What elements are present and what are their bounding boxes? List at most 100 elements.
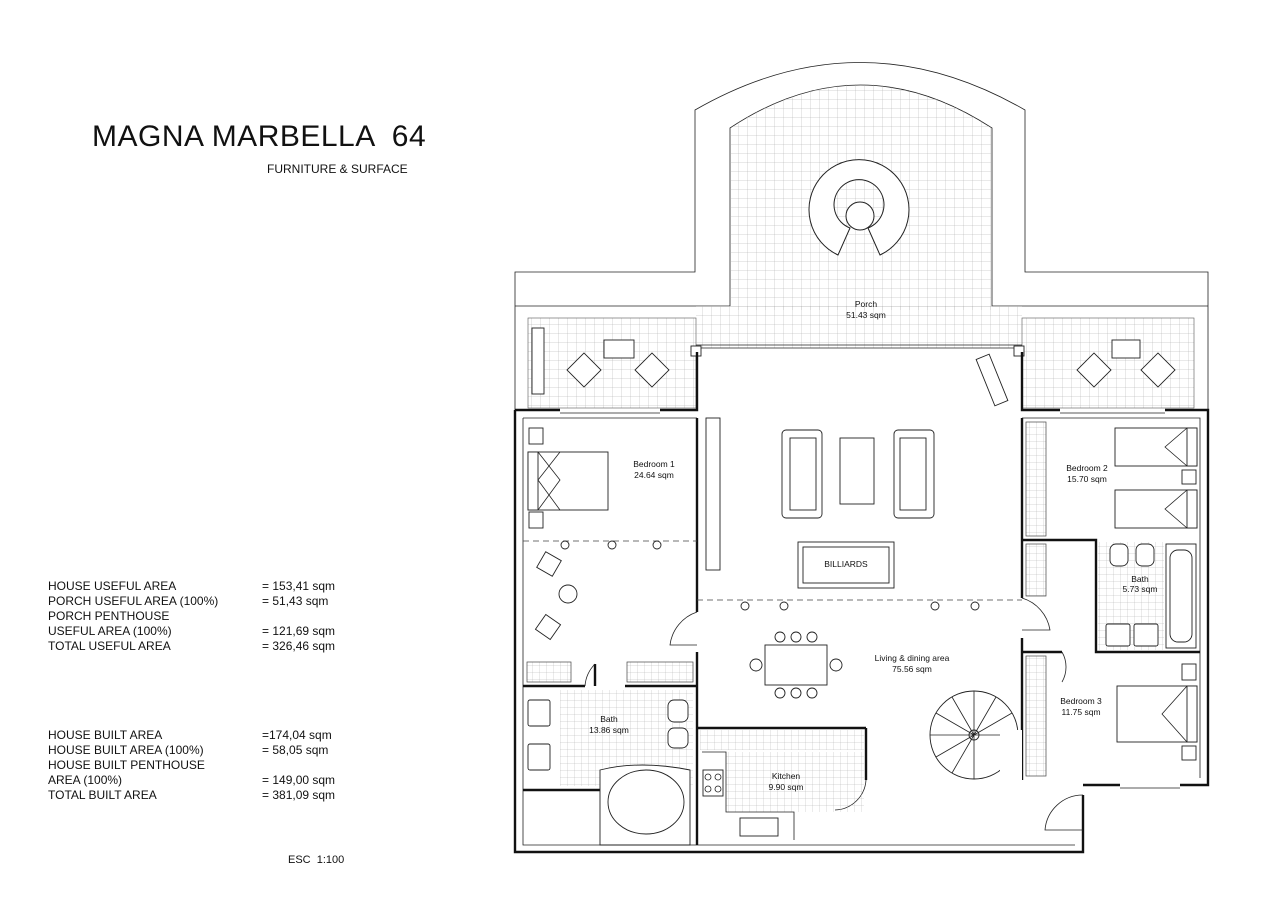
sideboard-icon: [705, 417, 721, 571]
area-label: AREA (100%): [48, 772, 123, 787]
bedroom3-area: 11.75 sqm: [1061, 707, 1100, 717]
double-bed-icon: [527, 451, 609, 511]
porch-label: Porch: [855, 299, 877, 309]
living-label: Living & dining area: [875, 653, 950, 663]
bedroom3-label: Bedroom 3: [1060, 696, 1102, 706]
area-label: HOUSE BUILT PENTHOUSE: [48, 757, 205, 772]
building-walls: [513, 352, 1210, 854]
area-value: = 58,05 sqm: [262, 742, 329, 757]
area-label: PORCH USEFUL AREA (100%): [48, 593, 219, 608]
ceiling-light-icon: [607, 540, 617, 550]
billiards-table-icon: [797, 541, 895, 589]
area-value: = 153,41 sqm: [262, 579, 336, 593]
area-label: TOTAL USEFUL AREA: [48, 638, 171, 653]
sink-icon: [527, 743, 551, 771]
area-value: = 149,00 sqm: [262, 772, 336, 787]
ceiling-light-icon: [779, 601, 789, 611]
armchair-icon: [634, 352, 670, 388]
bedroom2-area: 15.70 sqm: [1067, 474, 1107, 484]
sink-icon: [1133, 623, 1159, 647]
bathtub-icon: [599, 764, 691, 846]
lounger-icon: [975, 353, 1009, 407]
area-value: = 51,43 sqm: [262, 593, 329, 608]
bath2-label: Bath: [1131, 574, 1149, 584]
area-value: = 121,69 sqm: [262, 623, 336, 638]
area-label: TOTAL BUILT AREA: [48, 787, 157, 802]
sofa-icon: [893, 429, 935, 519]
plan-title: MAGNA MARBELLA 64: [92, 120, 427, 153]
bath2-area: 5.73 sqm: [1123, 584, 1158, 594]
double-bed-icon: [1116, 685, 1198, 743]
area-value: = 326,46 sqm: [262, 638, 336, 653]
spiral-staircase-icon: [929, 690, 1022, 780]
area-value: = 381,09 sqm: [262, 787, 336, 802]
ceiling-light-icon: [740, 601, 750, 611]
nightstand-icon: [1181, 745, 1197, 761]
porch-area: 51.43 sqm: [846, 310, 886, 320]
nightstand-icon: [1181, 469, 1197, 485]
side-table-icon: [603, 339, 635, 359]
sink-icon: [527, 699, 551, 727]
armchair-icon: [566, 352, 602, 388]
bathtub-icon: [1165, 543, 1197, 649]
armchair-icon: [1076, 352, 1112, 388]
billiards-label: BILLIARDS: [824, 559, 868, 569]
bedroom-3: Bedroom 3 11.75 sqm: [1025, 655, 1198, 777]
toilet-icon: [1135, 543, 1155, 567]
area-label: PORCH PENTHOUSE: [48, 608, 170, 623]
nightstand-icon: [528, 427, 544, 445]
lounger-icon: [531, 327, 545, 395]
ceiling-light-icon: [970, 601, 980, 611]
sink-icon: [1105, 623, 1131, 647]
chair-icon: [534, 613, 562, 641]
bidet-icon: [1109, 543, 1129, 567]
ceiling-light-icon: [560, 540, 570, 550]
bath-2: Bath 5.73 sqm: [1098, 542, 1197, 650]
area-label: HOUSE BUILT AREA: [48, 728, 163, 742]
kitchen-label: Kitchen: [772, 771, 801, 781]
bedroom2-label: Bedroom 2: [1066, 463, 1108, 473]
single-bed-icon: [1114, 489, 1198, 529]
closet-icon: [1025, 543, 1047, 597]
closet-icon: [526, 661, 572, 683]
bedroom1-area: 24.64 sqm: [634, 470, 674, 480]
chair-icon: [536, 551, 562, 577]
scale-label: ESC 1:100: [288, 854, 345, 866]
bath-1: Bath 13.86 sqm: [527, 690, 693, 846]
bedroom-2: Bedroom 2 15.70 sqm: [1025, 421, 1198, 597]
column-icon: [1013, 345, 1025, 357]
bath1-area: 13.86 sqm: [589, 725, 629, 735]
kitchen: Kitchen 9.90 sqm: [700, 730, 864, 840]
stove-icon: [702, 769, 724, 797]
round-table-icon: [558, 584, 578, 604]
bidet-icon: [667, 727, 689, 749]
plan-subtitle: FURNITURE & SURFACE: [267, 162, 408, 176]
closet-icon: [1025, 421, 1047, 537]
closet-icon: [1025, 655, 1047, 777]
ceiling-light-icon: [930, 601, 940, 611]
sofa-icon: [781, 429, 823, 519]
nightstand-icon: [1181, 663, 1197, 681]
kitchen-sink-icon: [739, 817, 779, 837]
closet-icon: [626, 661, 694, 683]
area-label: HOUSE USEFUL AREA: [48, 579, 177, 593]
living-area: 75.56 sqm: [892, 664, 932, 674]
side-table-icon: [1111, 339, 1141, 359]
bedroom1-label: Bedroom 1: [633, 459, 675, 469]
nightstand-icon: [528, 511, 544, 529]
area-label: HOUSE BUILT AREA (100%): [48, 742, 204, 757]
porch-terrace: Porch 51.43 sqm: [514, 62, 1209, 410]
coffee-table-icon: [839, 437, 875, 505]
bath1-label: Bath: [600, 714, 618, 724]
toilet-icon: [667, 699, 689, 723]
single-bed-icon: [1114, 427, 1198, 467]
armchair-icon: [1140, 352, 1176, 388]
dining-table-icon: [749, 631, 843, 699]
living-dining-area: BILLIARDS Living & dining area 75.56 sqm: [697, 417, 1022, 780]
area-value: =174,04 sqm: [262, 728, 332, 742]
bedroom-1: Bedroom 1 24.64 sqm: [523, 427, 697, 683]
area-label: USEFUL AREA (100%): [48, 623, 172, 638]
ceiling-light-icon: [652, 540, 662, 550]
round-seating-icon: [808, 159, 910, 256]
